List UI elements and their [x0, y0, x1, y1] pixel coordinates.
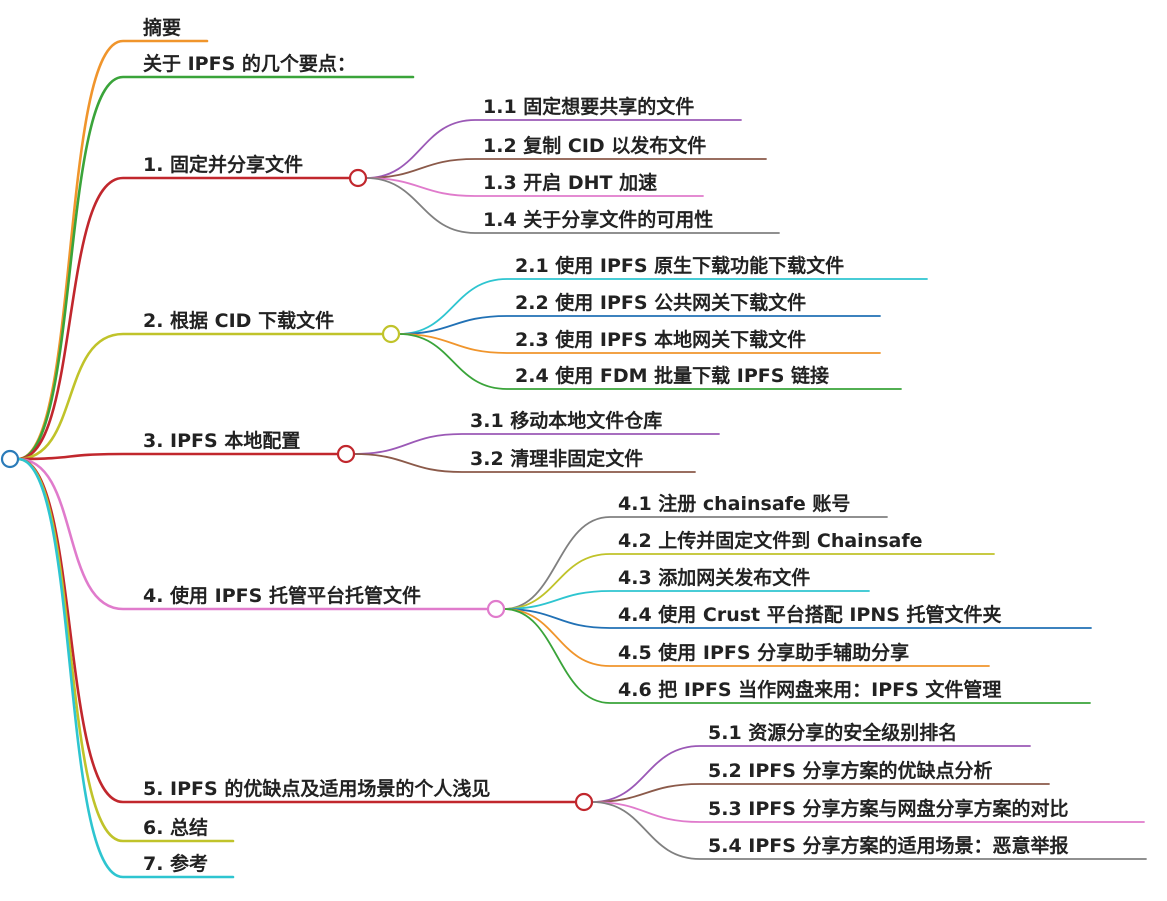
branch-n-7 — [16, 457, 235, 879]
topic-n-6[interactable]: 6. 总结 — [143, 817, 209, 839]
collapse-toggle-n-1[interactable] — [348, 168, 368, 188]
subtopic-n-4-4[interactable]: 4.4 使用 Crust 平台搭配 IPNS 托管文件夹 — [618, 604, 1002, 626]
collapse-toggle-n-2[interactable] — [381, 324, 401, 344]
subtopic-n-5-1[interactable]: 5.1 资源分享的安全级别排名 — [708, 722, 958, 744]
subtopic-n-5-4[interactable]: 5.4 IPFS 分享方案的适用场景：恶意举报 — [708, 835, 1069, 857]
branch-n-points — [16, 75, 415, 461]
subtopic-n-1-2[interactable]: 1.2 复制 CID 以发布文件 — [483, 135, 707, 157]
root-node[interactable] — [0, 449, 20, 469]
subtopic-n-5-2[interactable]: 5.2 IPFS 分享方案的优缺点分析 — [708, 760, 993, 782]
topic-n-5[interactable]: 5. IPFS 的优缺点及适用场景的个人浅见 — [143, 778, 491, 800]
topic-n-7[interactable]: 7. 参考 — [143, 853, 209, 875]
subtopic-n-1-4[interactable]: 1.4 关于分享文件的可用性 — [483, 209, 714, 231]
collapse-toggle-n-5[interactable] — [574, 792, 594, 812]
branch-n-abstract — [16, 39, 209, 461]
subtopic-n-2-2[interactable]: 2.2 使用 IPFS 公共网关下载文件 — [515, 292, 807, 314]
subtopic-n-4-3[interactable]: 4.3 添加网关发布文件 — [618, 567, 811, 589]
subtopic-n-2-1[interactable]: 2.1 使用 IPFS 原生下载功能下载文件 — [515, 255, 845, 277]
branch-n-3 — [16, 452, 340, 461]
subtopic-n-3-2[interactable]: 3.2 清理非固定文件 — [470, 448, 644, 470]
subtopic-n-4-2[interactable]: 4.2 上传并固定文件到 Chainsafe — [618, 530, 923, 552]
topic-n-2[interactable]: 2. 根据 CID 下载文件 — [143, 310, 335, 332]
subtopic-n-4-6[interactable]: 4.6 把 IPFS 当作网盘来用：IPFS 文件管理 — [618, 679, 1002, 701]
topic-n-4[interactable]: 4. 使用 IPFS 托管平台托管文件 — [143, 585, 421, 607]
subtopic-n-5-3[interactable]: 5.3 IPFS 分享方案与网盘分享方案的对比 — [708, 798, 1069, 820]
subtopic-n-3-1[interactable]: 3.1 移动本地文件仓库 — [470, 410, 663, 432]
subtopic-n-1-3[interactable]: 1.3 开启 DHT 加速 — [483, 172, 658, 194]
branch-n-5 — [16, 457, 578, 804]
collapse-toggle-n-3[interactable] — [336, 444, 356, 464]
subtopic-n-1-1[interactable]: 1.1 固定想要共享的文件 — [483, 96, 695, 118]
topic-n-abstract[interactable]: 摘要 — [143, 17, 182, 39]
collapse-toggle-n-4[interactable] — [486, 599, 506, 619]
subtopic-n-2-4[interactable]: 2.4 使用 FDM 批量下载 IPFS 链接 — [515, 365, 830, 387]
subtopic-n-2-3[interactable]: 2.3 使用 IPFS 本地网关下载文件 — [515, 329, 807, 351]
topic-n-3[interactable]: 3. IPFS 本地配置 — [143, 430, 301, 452]
topic-n-1[interactable]: 1. 固定并分享文件 — [143, 154, 304, 176]
topic-n-points[interactable]: 关于 IPFS 的几个要点： — [143, 53, 356, 75]
subtopic-n-4-5[interactable]: 4.5 使用 IPFS 分享助手辅助分享 — [618, 642, 910, 664]
subtopic-n-4-1[interactable]: 4.1 注册 chainsafe 账号 — [618, 493, 851, 515]
